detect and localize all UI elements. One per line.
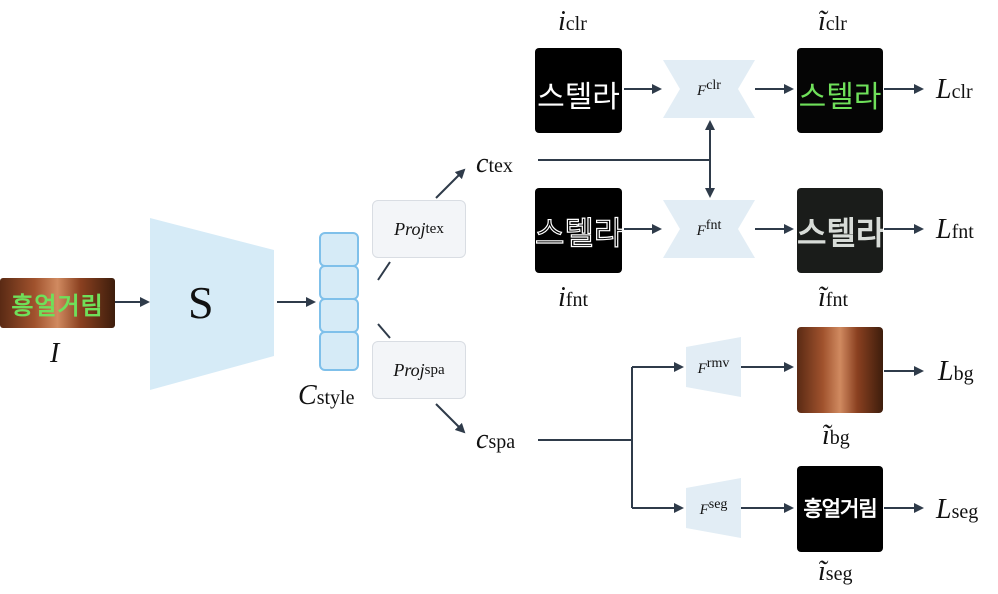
module-rmv-label: Frmv: [697, 356, 730, 377]
input-image-bg: [0, 278, 115, 328]
arrows: [115, 84, 924, 513]
bg-output-image: [797, 327, 883, 413]
out-seg-label: ĩseg: [818, 556, 853, 587]
i-fnt-label: ifnt: [558, 282, 588, 313]
loss-seg-label: Lseg: [936, 494, 979, 525]
out-clr-image: 스텔라: [797, 48, 883, 133]
input-image: 흥얼거림: [11, 292, 104, 320]
out-fnt-label: ĩfnt: [818, 282, 848, 313]
module-rmv-shape: [686, 337, 741, 397]
encoder-label: S: [188, 277, 214, 328]
c-tex-label: ctex: [476, 148, 513, 179]
module-fnt-shape: [663, 200, 755, 258]
style-encoder-shape: [150, 218, 274, 390]
loss-fnt-label: Lfnt: [936, 214, 974, 245]
module-seg-label: Fseg: [699, 497, 728, 518]
module-clr-label: Fclr: [697, 78, 721, 99]
module-clr-shape: [663, 60, 755, 118]
input-label: I: [50, 338, 60, 369]
out-seg-image: 흥얼거림: [797, 466, 883, 552]
style-code-label: Cstyle: [298, 380, 355, 411]
module-seg-shape: [686, 478, 741, 538]
loss-clr-label: Lclr: [936, 74, 973, 105]
loss-bg-label: Lbg: [938, 356, 974, 387]
out-bg-label: ĩbg: [822, 420, 850, 451]
out-clr-label: ĩclr: [818, 6, 847, 37]
out-fnt-image: 스텔라: [797, 188, 883, 273]
i-fnt-image: 스텔라: [535, 188, 622, 273]
i-clr-label: iclr: [558, 6, 587, 37]
style-code-vector: [319, 232, 359, 371]
i-clr-image: 스텔라: [535, 48, 622, 133]
module-fnt-label: Ffnt: [696, 218, 722, 239]
c-spa-label: cspa: [476, 424, 516, 455]
